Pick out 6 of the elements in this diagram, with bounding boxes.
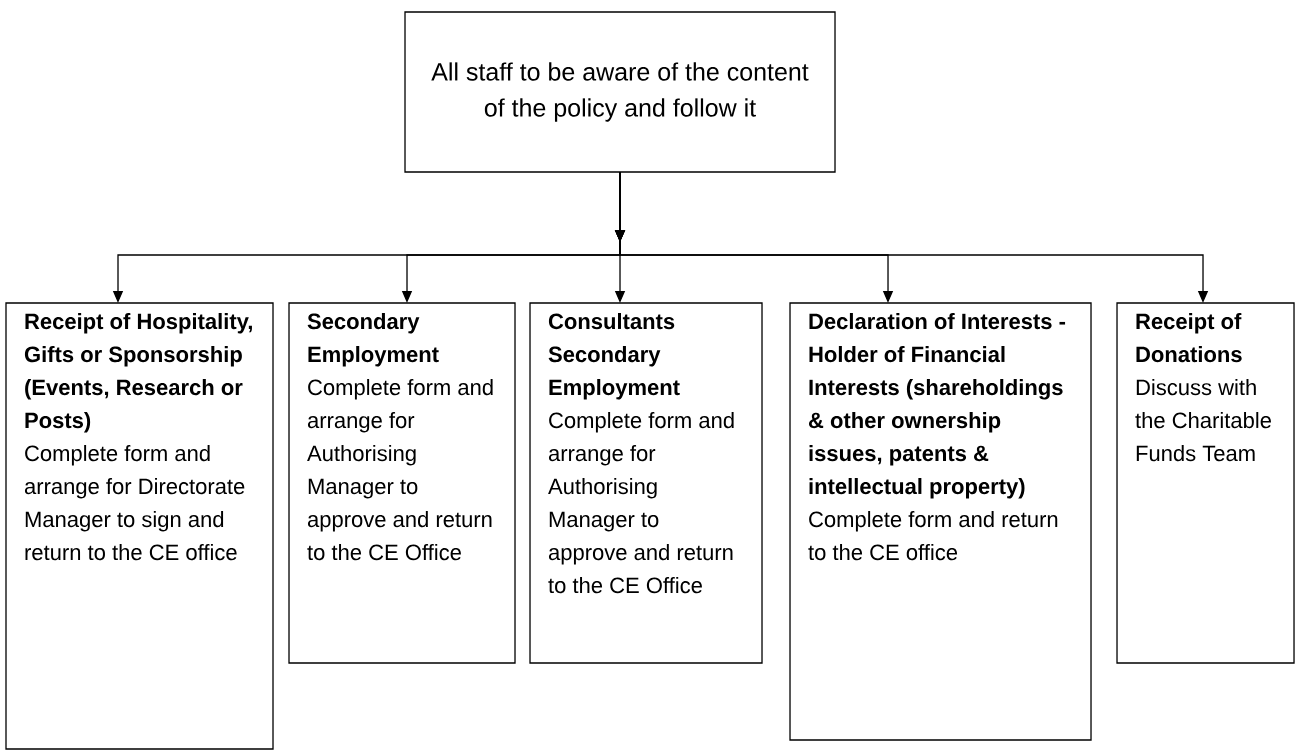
process-box: Secondary Employment Complete form and arrange for Authorising Manager to approve and return to the CE Office	[288, 302, 516, 664]
process-box: Consultants Secondary Employment Complete form and arrange for Authorising Manager to approve and return to the CE Office	[529, 302, 763, 664]
process-box: All staff to be aware of the content of the policy and follow it	[404, 11, 836, 173]
process-box: Declaration of Interests - Holder of Financial Interests (shareholdings & other ownership issues, patents & intellectual property) Complete form and return to the CE office	[789, 302, 1092, 741]
process-box: Receipt of Hospitality, Gifts or Sponsorship (Events, Research or Posts) Complete form and arrange for Directorate Manager to sign and return to the CE office	[5, 302, 274, 750]
process-box: Receipt of Donations Discuss with the Charitable Funds Team	[1116, 302, 1295, 664]
